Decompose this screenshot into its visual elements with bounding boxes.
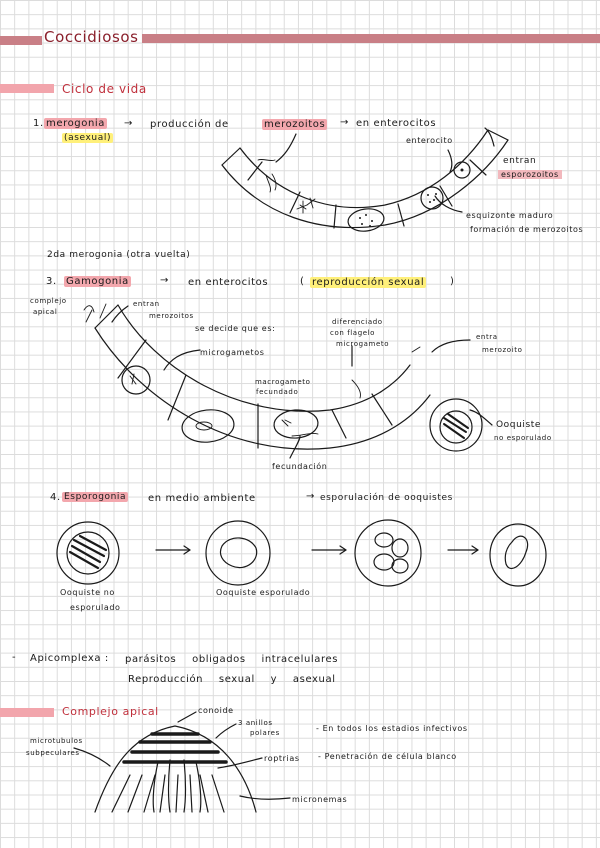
ooquiste-stripes-4 (68, 534, 108, 570)
apicomplexa-line2: Reproducción sexual y asexual (128, 674, 336, 685)
step3-num: 3. (46, 276, 57, 287)
step3-diferenciado-2: con flagelo (330, 329, 376, 337)
step3-en-enterocitos: en enterocitos (188, 277, 269, 288)
step4-label2: Ooquiste esporulado (216, 588, 311, 597)
band-3-details (83, 303, 421, 437)
step3-diferenciado-3: microgameto (336, 340, 390, 348)
step4-arrow: → (306, 491, 315, 502)
step3-se-decide: se decide que es: (195, 324, 276, 333)
step1-esporozoitos: esporozoitos (498, 170, 562, 179)
step3-entra-1: entra (476, 333, 498, 341)
step3-gamogonia: Gamogonia (64, 276, 131, 287)
complejo-roptrias: roptrias (264, 754, 300, 763)
complejo-bullet2: - Penetración de célula blanco (318, 752, 457, 761)
arrow-conoide (177, 711, 197, 723)
enterocyte-band-1-details (257, 158, 316, 214)
arrow-microtubulos (73, 747, 111, 767)
step3-entra-2: merozoito (482, 346, 523, 354)
step3-ooquiste-1: Ooquiste (496, 420, 542, 430)
arrow-merozoitos (275, 133, 297, 163)
step1-en-enterocitos: en enterocitos (356, 118, 437, 129)
step3-macrogameto-1: macrogameto (255, 378, 311, 386)
title-bar-right (142, 34, 600, 43)
apical-rings (122, 732, 228, 764)
step3-macrogameto-2: fecundado (256, 388, 299, 396)
step4-num: 4. (50, 492, 61, 503)
complejo-microtubulos-1: microtubulos (30, 737, 83, 745)
step2-text: 2da merogonia (otra vuelta) (47, 250, 191, 260)
step1-esquizonte: esquizonte maduro (466, 211, 554, 220)
complejo-conoide: conoide (198, 706, 234, 715)
section-title-complejo: Complejo apical (62, 705, 159, 718)
section-bar-complejo (0, 708, 54, 717)
step1-arrow1: → (124, 118, 133, 129)
arrow-anillos (215, 723, 237, 739)
complejo-bullet1: - En todos los estadios infectivos (316, 724, 468, 733)
complejo-anillos-1: 3 anillos (238, 719, 273, 727)
apical-complex-drawing (94, 725, 257, 813)
step4-esporulacion: esporulación de ooquistes (320, 493, 453, 503)
step3-complejo-1: complejo (30, 297, 67, 305)
step3-entran-2: merozoitos (149, 312, 194, 320)
step4-esporogonia: Esporogonia (62, 492, 129, 502)
enterocyte-band-1 (221, 129, 509, 232)
step1-merozoitos: merozoitos (262, 119, 328, 130)
step4-label1-2: esporulado (70, 603, 121, 612)
complejo-anillos-2: polares (250, 729, 280, 737)
enterocyte-band-3 (94, 304, 483, 452)
step1-enterocito-label: enterocito (406, 136, 453, 145)
step3-paren-close: ) (450, 276, 455, 287)
step1-arrow2: → (340, 117, 349, 128)
step1-produccion: producción de (150, 119, 229, 130)
complejo-microtubulos-2: subpeculares (26, 749, 80, 757)
arrow-micronemas (239, 795, 291, 800)
step3-arrow: → (160, 275, 169, 286)
step1-num: 1. (33, 118, 44, 129)
step3-fecundacion: fecundación (272, 462, 328, 471)
step3-paren-open: ( (300, 276, 305, 287)
step3-complejo-2: apical (33, 308, 58, 316)
step1-formacion: formación de merozoitos (470, 225, 584, 234)
title-bar-left (0, 36, 42, 45)
arrow-esporozoitos (484, 127, 495, 147)
arrow-enterocito (447, 149, 453, 173)
apicomplexa-line1: parásitos obligados intracelulares (125, 654, 339, 665)
apicomplexa-name: Apicomplexa : (30, 653, 109, 664)
arrow-ooquiste-3 (469, 409, 493, 426)
ooquiste-stripes-3 (443, 413, 469, 439)
arrow-entra-merozoito (431, 339, 471, 353)
step4-en-medio: en medio ambiente (148, 493, 256, 504)
step3-ooquiste-2: no esporulado (494, 434, 552, 442)
step1-entran: entran (503, 156, 537, 166)
step1-merogonia: merogonia (44, 118, 108, 129)
section-title-ciclo: Ciclo de vida (62, 82, 147, 96)
step3-entran-1: entran (133, 300, 160, 308)
section-bar-ciclo (0, 84, 54, 93)
step3-reproduccion: reproducción sexual (310, 277, 427, 288)
arrow-roptrias (217, 757, 263, 769)
step4-label1-1: Ooquiste no (60, 588, 115, 597)
esquizonte-dots (359, 168, 464, 227)
arrow-entran-merozoitos (111, 305, 129, 323)
complejo-micronemas: micronemas (292, 795, 348, 804)
arrow-microgametos (163, 349, 201, 371)
step3-microgametos: microgametos (200, 348, 265, 357)
arrow-esquizonte (434, 195, 463, 213)
ooquiste-sequence (56, 519, 547, 587)
step3-diferenciado-1: diferenciado (332, 318, 383, 326)
page-title: Coccidiosos (44, 28, 139, 46)
apicomplexa-dash: - (12, 652, 17, 663)
arrow-fecundacion (289, 435, 301, 459)
step1-asexual: (asexual) (62, 133, 114, 143)
